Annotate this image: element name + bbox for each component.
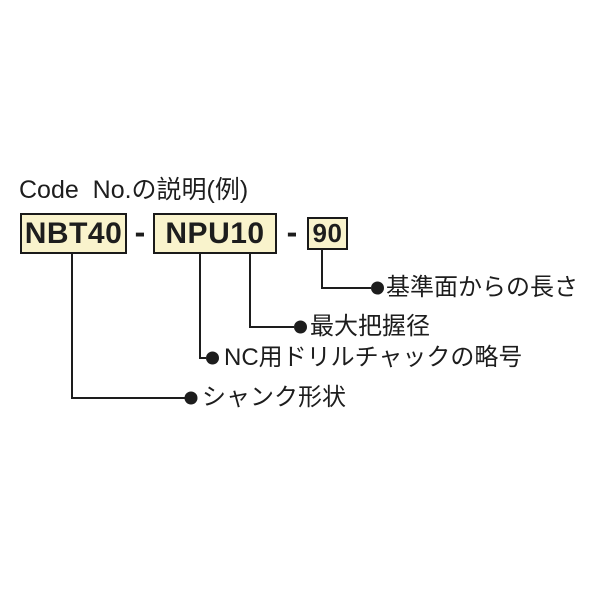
callout-label-max-grip: 最大把握径: [310, 313, 430, 340]
page-title: Code No.の説明(例): [19, 176, 249, 204]
connector-max-grip: [249, 253, 294, 328]
connector-nc-chuck: [199, 253, 206, 359]
bullet-icon: [184, 391, 198, 405]
connector-ref-length: [321, 249, 371, 289]
bullet-icon: [294, 320, 307, 334]
bullet-icon: [371, 281, 384, 295]
code-box-length: 90: [307, 217, 348, 250]
code-separator: -: [286, 214, 298, 250]
bullet-icon: [206, 351, 219, 365]
code-box-shank: NBT40: [20, 213, 127, 254]
callout-label-nc-chuck: NC用ドリルチャックの略号: [224, 344, 523, 371]
code-separator: -: [134, 214, 146, 250]
callout-label-ref-length: 基準面からの長さ: [386, 274, 578, 301]
code-box-chuck: NPU10: [153, 213, 277, 254]
connector-shank: [71, 253, 185, 399]
callout-label-shank: シャンク形状: [202, 384, 346, 411]
